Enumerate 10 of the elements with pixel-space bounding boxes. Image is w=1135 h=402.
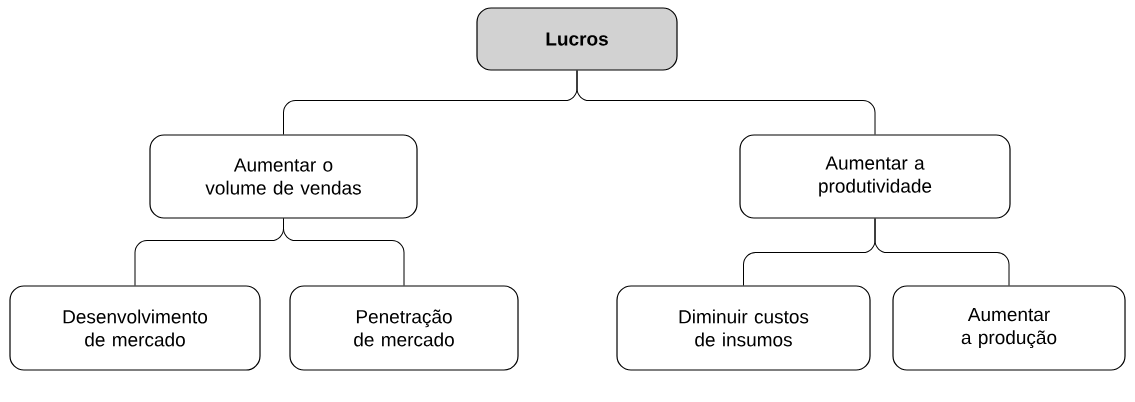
goal-box: Penetração de mercado [289,285,519,371]
goal-box: Desenvolvimento de mercado [9,285,261,371]
root-box: Lucros [476,7,678,71]
connector [283,218,405,286]
goal-box: Aumentar a produção [892,285,1126,371]
connector [874,218,1010,286]
connector [576,70,876,135]
goal-box: Aumentar a produtividade [739,134,1011,219]
goal-box: Diminuir custos de insumos [616,285,871,371]
goal-box: Aumentar o volume de vendas [149,134,418,219]
